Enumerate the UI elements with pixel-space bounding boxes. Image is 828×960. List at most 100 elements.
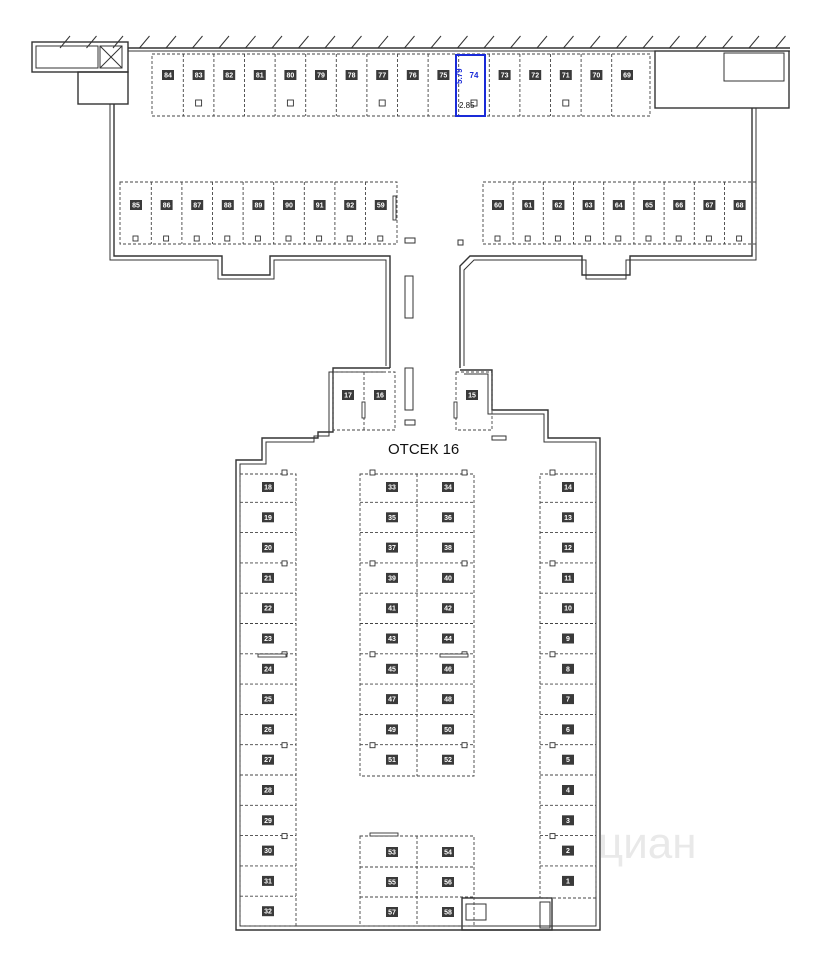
space-label-40[interactable]: 40 (442, 572, 454, 583)
space-label-44[interactable]: 44 (442, 633, 454, 644)
space-label-8[interactable]: 8 (562, 663, 574, 674)
space-label-47[interactable]: 47 (386, 694, 398, 705)
space-label-6[interactable]: 6 (562, 724, 574, 735)
space-label-85[interactable]: 85 (130, 200, 142, 210)
space-label-66[interactable]: 66 (673, 200, 686, 210)
space-label-56[interactable]: 56 (442, 877, 454, 887)
space-label-70[interactable]: 70 (590, 70, 603, 80)
space-label-24[interactable]: 24 (262, 663, 274, 674)
space-label-88[interactable]: 88 (221, 200, 234, 210)
space-label-62[interactable]: 62 (552, 200, 565, 210)
space-label-77[interactable]: 77 (376, 70, 389, 80)
space-label-45[interactable]: 45 (386, 663, 398, 674)
space-label-59[interactable]: 59 (374, 200, 387, 210)
space-label-7[interactable]: 7 (562, 694, 574, 705)
space-label-46[interactable]: 46 (442, 663, 454, 674)
space-label-21[interactable]: 21 (262, 572, 274, 583)
space-label-1[interactable]: 1 (562, 875, 574, 886)
space-label-31[interactable]: 31 (262, 875, 274, 886)
space-label-34[interactable]: 34 (442, 482, 454, 492)
space-number: 39 (388, 575, 396, 582)
space-label-32[interactable]: 32 (262, 906, 274, 917)
space-label-41[interactable]: 41 (386, 603, 398, 614)
space-label-69[interactable]: 69 (621, 70, 633, 80)
space-label-61[interactable]: 61 (522, 200, 535, 210)
space-label-36[interactable]: 36 (442, 512, 454, 523)
space-label-13[interactable]: 13 (562, 512, 574, 523)
space-label-11[interactable]: 11 (562, 572, 574, 583)
space-label-2[interactable]: 2 (562, 845, 574, 856)
space-label-28[interactable]: 28 (262, 785, 274, 795)
space-label-60[interactable]: 60 (492, 200, 504, 210)
space-label-73[interactable]: 73 (498, 70, 511, 80)
space-number: 89 (255, 203, 263, 210)
space-label-20[interactable]: 20 (262, 542, 274, 553)
space-label-80[interactable]: 80 (284, 70, 297, 80)
space-label-86[interactable]: 86 (160, 200, 173, 210)
space-label-27[interactable]: 27 (262, 754, 274, 765)
space-label-72[interactable]: 72 (529, 70, 542, 80)
space-label-76[interactable]: 76 (406, 70, 419, 80)
space-label-25[interactable]: 25 (262, 694, 274, 705)
space-label-63[interactable]: 63 (582, 200, 595, 210)
space-label-26[interactable]: 26 (262, 724, 274, 735)
space-label-42[interactable]: 42 (442, 603, 454, 614)
space-label-71[interactable]: 71 (559, 70, 572, 80)
space-label-37[interactable]: 37 (386, 542, 398, 553)
space-label-78[interactable]: 78 (345, 70, 358, 80)
label-box (733, 200, 746, 210)
space-label-4[interactable]: 4 (562, 785, 574, 795)
space-label-18[interactable]: 18 (262, 482, 274, 492)
space-number: 22 (264, 606, 272, 613)
space-label-53[interactable]: 53 (386, 847, 398, 857)
space-label-38[interactable]: 38 (442, 542, 454, 553)
space-label-89[interactable]: 89 (252, 200, 265, 210)
space-label-54[interactable]: 54 (442, 847, 454, 857)
space-label-55[interactable]: 55 (386, 877, 398, 887)
space-label-90[interactable]: 90 (283, 200, 295, 210)
space-label-74[interactable]: 74 (470, 71, 479, 80)
space-label-33[interactable]: 33 (386, 482, 398, 492)
space-label-19[interactable]: 19 (262, 512, 274, 523)
space-label-3[interactable]: 3 (562, 815, 574, 826)
space-label-82[interactable]: 82 (223, 70, 236, 80)
space-label-30[interactable]: 30 (262, 845, 274, 856)
space-label-49[interactable]: 49 (386, 724, 398, 735)
space-label-9[interactable]: 9 (562, 633, 574, 644)
space-label-57[interactable]: 57 (386, 907, 398, 917)
space-label-16[interactable]: 16 (374, 390, 386, 400)
space-label-51[interactable]: 51 (386, 754, 398, 765)
space-label-83[interactable]: 83 (192, 70, 205, 80)
space-label-23[interactable]: 23 (262, 633, 274, 644)
space-label-15[interactable]: 15 (466, 390, 478, 400)
space-label-39[interactable]: 39 (386, 572, 398, 583)
space-label-87[interactable]: 87 (191, 200, 204, 210)
space-label-84[interactable]: 84 (162, 70, 174, 80)
space-label-29[interactable]: 29 (262, 815, 274, 826)
space-label-75[interactable]: 75 (437, 70, 450, 80)
space-label-92[interactable]: 92 (344, 200, 357, 210)
space-label-22[interactable]: 22 (262, 603, 274, 614)
space-label-48[interactable]: 48 (442, 694, 454, 705)
space-label-65[interactable]: 65 (643, 200, 655, 210)
space-label-68[interactable]: 68 (733, 200, 746, 210)
space-label-79[interactable]: 79 (315, 70, 327, 80)
space-label-10[interactable]: 10 (562, 603, 574, 614)
space-label-58[interactable]: 58 (442, 907, 454, 917)
space-label-91[interactable]: 91 (313, 200, 326, 210)
space-label-43[interactable]: 43 (386, 633, 398, 644)
label-box (612, 200, 625, 210)
column (585, 235, 592, 242)
highlighted-space-74[interactable] (455, 54, 486, 117)
space-label-12[interactable]: 12 (562, 542, 574, 553)
space-label-35[interactable]: 35 (386, 512, 398, 523)
space-label-81[interactable]: 81 (253, 70, 266, 80)
space-label-52[interactable]: 52 (442, 754, 454, 765)
space-label-50[interactable]: 50 (442, 724, 454, 735)
space-label-5[interactable]: 5 (562, 754, 574, 765)
space-label-17[interactable]: 17 (342, 390, 354, 400)
space-label-67[interactable]: 67 (703, 200, 716, 210)
space-label-64[interactable]: 64 (612, 200, 625, 210)
space-label-14[interactable]: 14 (562, 482, 574, 492)
